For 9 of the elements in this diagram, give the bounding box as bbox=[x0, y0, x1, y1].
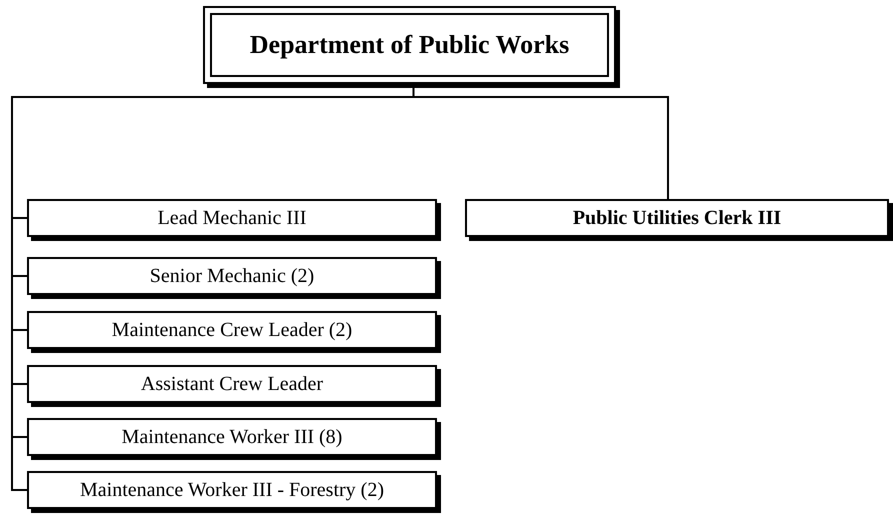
node-text: Maintenance Crew Leader (2) bbox=[112, 318, 352, 342]
node-text: Maintenance Worker III (8) bbox=[122, 426, 342, 448]
node-text: Senior Mechanic (2) bbox=[150, 264, 314, 288]
node-text: Lead Mechanic III bbox=[158, 206, 306, 230]
node-text: Public Utilities Clerk III bbox=[572, 206, 782, 230]
node-text: Assistant Crew Leader bbox=[140, 372, 324, 396]
connector-line bbox=[412, 88, 669, 199]
node-text: Maintenance Worker III - Forestry (2) bbox=[80, 478, 384, 502]
node-text: Department of Public Works bbox=[250, 30, 570, 60]
